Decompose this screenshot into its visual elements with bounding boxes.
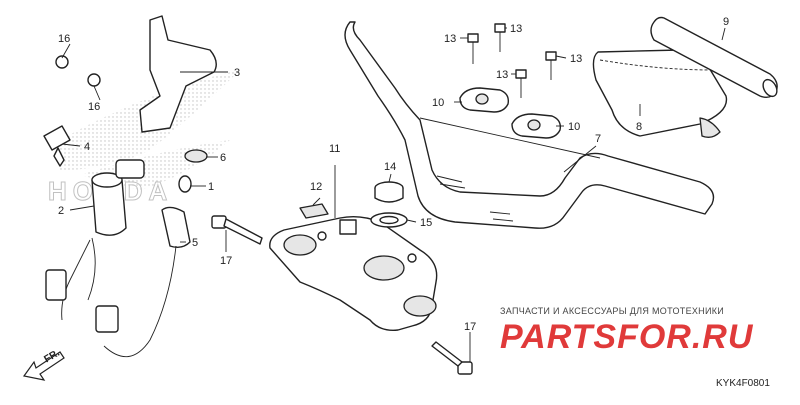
callout-14: 14 bbox=[384, 161, 396, 173]
callout-10-left: 10 bbox=[432, 97, 444, 109]
callout-13-d: 13 bbox=[570, 53, 582, 65]
watermark-tagline: ЗАПЧАСТИ И АКСЕССУАРЫ ДЛЯ МОТОТЕХНИКИ bbox=[500, 306, 725, 316]
callout-8: 8 bbox=[636, 121, 642, 133]
front-direction-arrow bbox=[22, 351, 65, 381]
handlebar bbox=[344, 21, 715, 229]
leader-lines bbox=[61, 27, 726, 362]
callout-9: 9 bbox=[723, 16, 729, 28]
callout-15: 15 bbox=[420, 217, 432, 229]
handlebar-holder-right bbox=[511, 113, 562, 139]
callout-13-a: 13 bbox=[444, 33, 456, 45]
diagram-code: KYK4F0801 bbox=[716, 378, 770, 389]
callout-13-b: 13 bbox=[510, 23, 522, 35]
callout-16-lower: 16 bbox=[88, 101, 100, 113]
pinch-bolt-lower bbox=[431, 341, 473, 375]
ignition-switch bbox=[45, 172, 127, 321]
indicator-bulb bbox=[178, 175, 192, 193]
holder-bolts bbox=[467, 23, 557, 98]
callout-12: 12 bbox=[310, 181, 322, 193]
stem-nut bbox=[374, 181, 404, 203]
callout-2: 2 bbox=[58, 205, 64, 217]
stem-washer bbox=[370, 212, 408, 228]
callout-5: 5 bbox=[192, 237, 198, 249]
callout-16-top: 16 bbox=[58, 33, 70, 45]
callout-7: 7 bbox=[595, 133, 601, 145]
callout-1: 1 bbox=[208, 181, 214, 193]
handlebar-holder-left bbox=[459, 87, 510, 113]
callout-17-left: 17 bbox=[220, 255, 232, 267]
callout-11: 11 bbox=[329, 143, 340, 155]
grommet bbox=[184, 149, 208, 163]
ignition-key bbox=[43, 125, 71, 167]
callout-6: 6 bbox=[220, 152, 226, 164]
callout-labels: 16 16 3 4 2 6 1 5 17 11 12 14 15 17 13 1… bbox=[58, 16, 729, 333]
rubber-pad bbox=[299, 203, 329, 219]
callout-13-c: 13 bbox=[496, 69, 508, 81]
top-bridge bbox=[269, 215, 438, 331]
pinch-bolt-left bbox=[211, 215, 263, 245]
callout-10-right: 10 bbox=[568, 121, 580, 133]
handlebar-grip-right bbox=[650, 16, 778, 99]
callout-4: 4 bbox=[84, 141, 90, 153]
key-cylinder bbox=[115, 159, 145, 179]
watermark-logo: PARTSFOR.RU bbox=[500, 318, 754, 356]
switch-bracket bbox=[55, 15, 217, 133]
callout-3: 3 bbox=[234, 67, 240, 79]
bulb-socket-harness bbox=[95, 206, 191, 357]
callout-17-lower: 17 bbox=[464, 321, 476, 333]
